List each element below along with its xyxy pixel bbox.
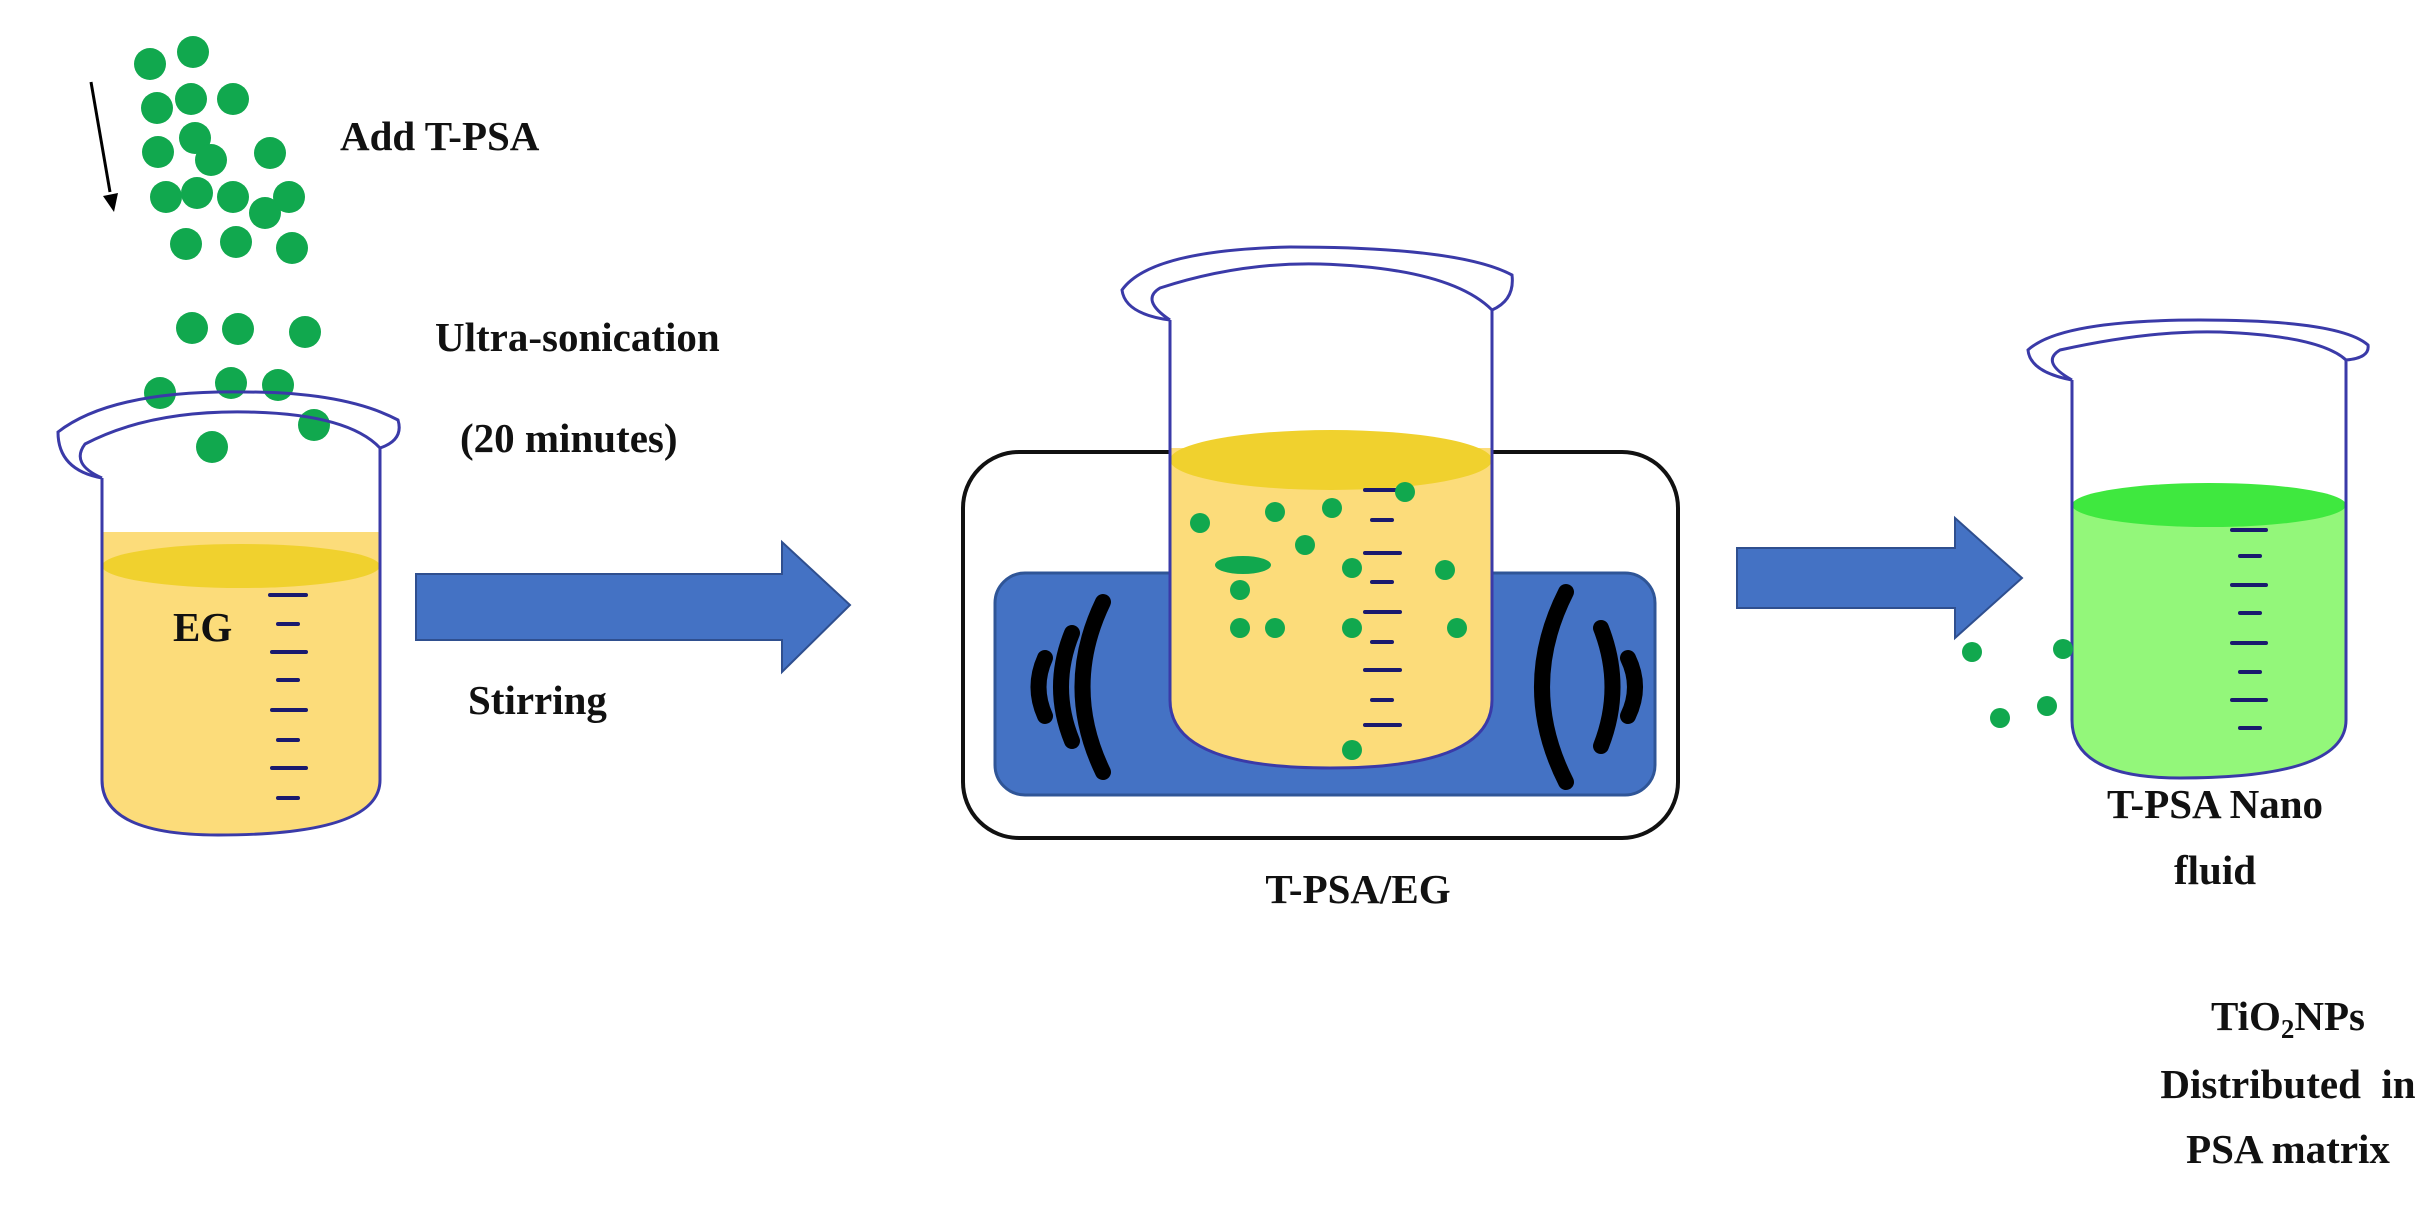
sound-wave-icon [1030, 594, 1111, 780]
down-arrow-icon [89, 81, 118, 212]
beaker-nanofluid [2026, 318, 2370, 780]
distributed-label: Distributed in [2160, 1061, 2415, 1107]
sound-wave-icon [1534, 584, 1643, 790]
tio2-label: TiO2NPs [2211, 993, 2365, 1044]
matrix-label: PSA matrix [2186, 1126, 2390, 1172]
ultra-sonication-label: Ultra-sonication [435, 314, 720, 360]
stir-bar-icon [1215, 556, 1271, 574]
falling-particles [134, 36, 330, 463]
spilled-particles [1962, 639, 2073, 728]
process-arrow-2 [1736, 515, 2024, 641]
duration-label: (20 minutes) [460, 415, 678, 461]
dispersed-particles [1190, 482, 1467, 760]
stirring-label: Stirring [468, 677, 607, 723]
tio2-subscript: 2 [2281, 1014, 2295, 1044]
add-label: Add T-PSA [340, 113, 540, 159]
nanofluid-label-line1: T-PSA Nano [2107, 781, 2323, 827]
tio2-prefix: TiO [2211, 993, 2281, 1039]
tio2-suffix: NPs [2294, 993, 2365, 1039]
eg-label: EG [173, 604, 232, 650]
process-arrow-1 [415, 539, 852, 675]
beaker-eg [56, 390, 401, 837]
nanofluid-label-line2: fluid [2174, 847, 2256, 893]
beaker-mixture [1120, 245, 1514, 770]
mixture-label: T-PSA/EG [1265, 866, 1450, 912]
